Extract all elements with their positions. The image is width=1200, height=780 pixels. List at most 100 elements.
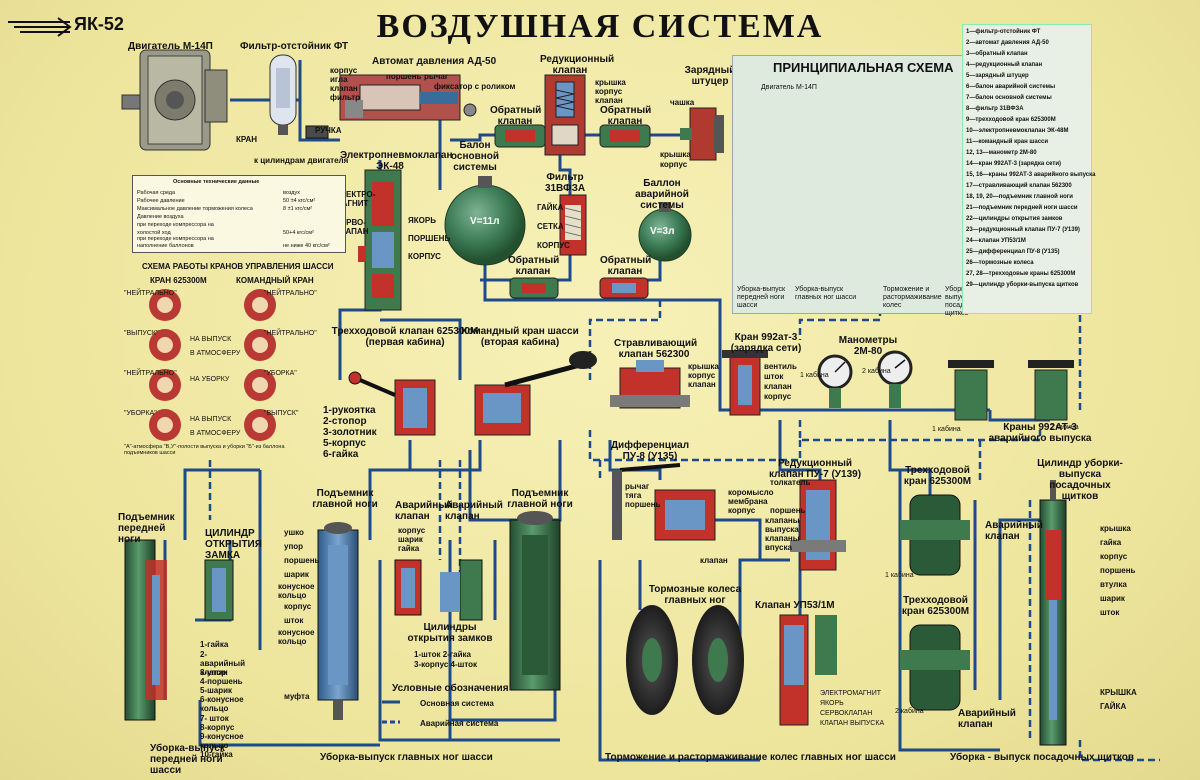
balloon-main bbox=[444, 176, 526, 266]
main-lift-part: муфта bbox=[284, 692, 310, 701]
main-leg-lift-1 bbox=[317, 522, 359, 720]
emerg-main-part: корпус bbox=[398, 526, 426, 535]
flap-part: шток bbox=[1100, 608, 1120, 617]
legend-item: 22—цилиндры открытия замков bbox=[966, 216, 1063, 222]
legend-part: 2-стопор bbox=[323, 416, 367, 427]
label-cabin1c: 1 кабина bbox=[885, 572, 914, 579]
tech-row: при переходе компрессора на bbox=[137, 222, 214, 228]
flap-part: корпус bbox=[1100, 552, 1128, 561]
legend-part: 3-золотник bbox=[323, 427, 377, 438]
label-command-crane-chassis: Командный кран шасси (вторая кабина) bbox=[461, 326, 579, 348]
label-diff-membrana: мембрана bbox=[728, 497, 768, 506]
engine-m14p bbox=[121, 49, 228, 151]
up53-part: СЕРВОКЛАПАН bbox=[820, 710, 873, 717]
label-check-valve-2: Обратный клапан bbox=[600, 105, 652, 127]
label-automat: Автомат давления АД-50 bbox=[372, 56, 497, 67]
label-klapan: клапан bbox=[764, 382, 792, 391]
label-braking: Торможение и растормаживание колес главн… bbox=[605, 752, 896, 763]
label-cabin1b: 1 кабина bbox=[932, 426, 961, 433]
legend-item: 14—кран 992АТ-3 (зарядка сети) bbox=[966, 161, 1062, 167]
label-automat-klapan: клапан bbox=[330, 84, 358, 93]
label-em-yakor: ЯКОРЬ bbox=[408, 216, 436, 225]
main-lift-part: упор bbox=[284, 542, 304, 551]
check-valve-top-right bbox=[599, 124, 651, 148]
crane-flow: НА УБОРКУ bbox=[190, 376, 230, 383]
label-pu7-tolkatel: толкатель bbox=[770, 478, 811, 487]
legend-item: 12, 13—манометр 2М-80 bbox=[966, 150, 1037, 156]
triple-crane-625300m-2 bbox=[900, 624, 970, 711]
label-ventil: вентиль bbox=[764, 362, 797, 371]
crane-state-right: "НЕЙТРАЛЬНО" bbox=[264, 290, 317, 297]
reduction-valve bbox=[544, 74, 586, 156]
front-part: 1-гайка bbox=[200, 640, 229, 649]
legend-item: 17—стравливающий клапан 562300 bbox=[966, 183, 1072, 189]
label-cabin2: 2 кабина bbox=[862, 368, 891, 375]
schema-bottom-1: Уборка-выпуск передней ноги шасси bbox=[737, 286, 786, 309]
legend-part: 6-гайка bbox=[323, 449, 359, 460]
label-automat-fiksator: фиксатор с роликом bbox=[434, 82, 516, 91]
legend-item: 3—обратный клапан bbox=[966, 51, 1028, 57]
label-automat-korpus: корпус bbox=[330, 66, 358, 75]
crane-state-right: "НЕЙТРАЛЬНО" bbox=[264, 330, 317, 337]
brake-wheel-left bbox=[626, 605, 678, 715]
label-filter-ft: Фильтр-отстойник ФТ bbox=[240, 41, 349, 52]
label-differential: Дифференциал ПУ-8 (У135) bbox=[610, 440, 690, 462]
legend-item: 6—балон аварийной системы bbox=[966, 84, 1056, 90]
label-filter-gaika: ГАЙКА bbox=[537, 203, 564, 212]
electro-valve-ek48 bbox=[358, 169, 402, 311]
filter-ft bbox=[269, 54, 329, 139]
flap-cylinder bbox=[1039, 480, 1067, 746]
legend-part: 1-рукоятка bbox=[323, 405, 376, 416]
command-crane-chassis bbox=[474, 351, 597, 436]
filter-31vfza bbox=[559, 194, 587, 256]
flap-part: шарик bbox=[1100, 594, 1125, 603]
tech-value: не ниже 40 кгс/см² bbox=[283, 243, 330, 249]
legend-emerg: Аварийная система bbox=[420, 719, 499, 728]
yak52-logo bbox=[8, 17, 72, 37]
tech-value: 50+4 кгс/см² bbox=[283, 230, 314, 236]
main-lift-part: шток bbox=[284, 616, 304, 625]
label-korpus2: корпус bbox=[660, 160, 688, 169]
tech-row: наполнение баллонов bbox=[137, 243, 194, 249]
label-em-servo: СЕРВО-КЛАПАН bbox=[335, 218, 369, 236]
crane-state-left: "УБОРКА" bbox=[124, 410, 157, 417]
up53-part: ЭЛЕКТРОМАГНИТ bbox=[820, 690, 882, 697]
flap-bottom-part: ГАЙКА bbox=[1100, 702, 1127, 711]
crane-992-charge bbox=[722, 350, 768, 416]
label-to-cylinders: к цилиндрам двигателя bbox=[254, 156, 349, 165]
klapan-up53 bbox=[779, 614, 837, 726]
bleeder-valve-562300 bbox=[610, 360, 690, 409]
check-valve-top-left bbox=[494, 124, 546, 148]
main-lift-part: конусное кольцо bbox=[278, 582, 315, 600]
main-lift-part: поршень bbox=[284, 556, 320, 565]
triple-crane-625300m-1 bbox=[900, 494, 970, 576]
label-reducer-pu7: Редукционный клапан ПУ-7 (У139) bbox=[768, 458, 862, 480]
tech-value: 8 ±1 кгс/см² bbox=[283, 206, 313, 212]
label-em-porshen: ПОРШЕНЬ bbox=[408, 234, 451, 243]
emergency-crane-992-2 bbox=[1028, 360, 1074, 421]
legend-item: 1—фильтр-отстойник ФТ bbox=[966, 29, 1041, 35]
lock-cylinder bbox=[204, 559, 234, 621]
legend-part: 5-корпус bbox=[323, 438, 366, 449]
label-balloon-emerg: Баллон аварийной системы bbox=[635, 178, 689, 211]
schema-engine: Двигатель М-14П bbox=[761, 84, 817, 91]
label-diff-klapan: клапан bbox=[700, 556, 728, 565]
label-bleeder-kryshka: крышка bbox=[688, 362, 719, 371]
reducer-pu7 bbox=[790, 479, 846, 571]
label-bleeder-korpus: корпус bbox=[688, 371, 716, 380]
label-reduction-valve: Редукционный клапан bbox=[540, 54, 615, 76]
label-chashka: чашка bbox=[670, 98, 695, 107]
label-cyl-locks: Цилиндры открытия замков bbox=[407, 622, 493, 644]
front-part: 6-конусное кольцо bbox=[200, 695, 244, 713]
label-pu7-vpuska: клапаны впуска bbox=[765, 534, 800, 552]
label-pu7-vypuska: клапаны выпуска bbox=[765, 516, 800, 534]
label-check-valve-3: Обратный клапан bbox=[508, 255, 560, 277]
label-manometers: Манометры 2М-80 bbox=[838, 335, 898, 357]
label-cranes-992-emerg: Краны 992АТ-3 аварийного выпуска bbox=[988, 422, 1092, 444]
command-crane-label: КОМАНДНЫЙ КРАН bbox=[236, 276, 314, 285]
label-red-klapan: клапан bbox=[595, 96, 623, 105]
crane-state-left: "НЕЙТРАЛЬНО" bbox=[124, 370, 177, 377]
label-diff-rychag: рычаг bbox=[625, 482, 650, 491]
label-korpus: корпус bbox=[764, 392, 792, 401]
label-balloon-v2: V=3л bbox=[650, 226, 675, 237]
